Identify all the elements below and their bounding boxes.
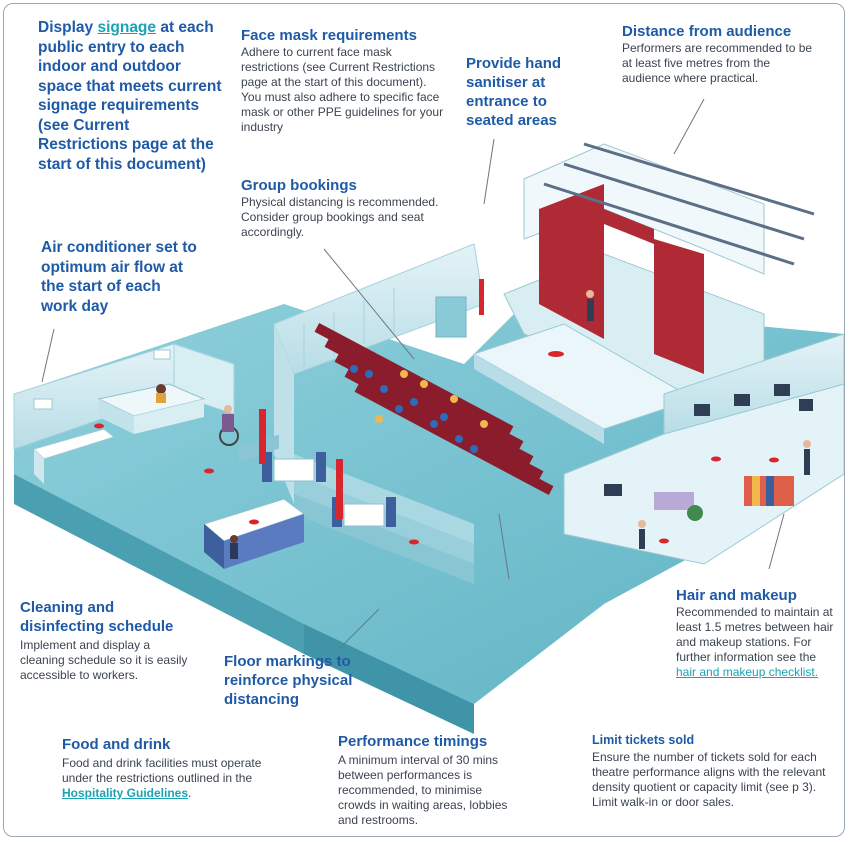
distance-audience-callout: Distance from audience Performers are re… (622, 22, 822, 86)
floor-distance-markers (94, 423, 779, 545)
hair-makeup-body: Recommended to maintain at least 1.5 met… (676, 605, 834, 664)
dressing-room (563, 333, 844, 565)
signage-callout: Display signage at each public entry to … (38, 18, 223, 174)
limit-tickets-title: Limit tickets sold (592, 733, 695, 747)
food-drink-body-wrap: Food and drink facilities must operate u… (62, 756, 287, 801)
signage-callout-post: at each public entry to each indoor and … (38, 19, 222, 173)
theatre-isometric-illustration (13, 98, 844, 734)
hair-makeup-checklist-link[interactable]: hair and makeup checklist. (676, 665, 819, 679)
cleaning-body: Implement and display a cleaning schedul… (20, 638, 188, 682)
group-bookings-callout: Group bookings Physical distancing is re… (241, 176, 441, 240)
food-drink-title: Food and drink (62, 736, 171, 753)
face-mask-body: Adhere to current face mask restrictions… (241, 45, 444, 134)
hospitality-guidelines-link[interactable]: Hospitality Guidelines (62, 786, 189, 800)
food-drink-body: Food and drink facilities must operate u… (62, 756, 262, 785)
hand-sanitiser-callout: Provide hand sanitiser at entrance to se… (466, 55, 562, 129)
cleaning-callout: Cleaning and disinfecting schedule Imple… (20, 598, 190, 683)
group-bookings-title: Group bookings (241, 177, 357, 194)
air-conditioner-callout: Air conditioner set to optimum air flow … (41, 239, 197, 315)
face-mask-title: Face mask requirements (241, 27, 417, 44)
face-mask-callout: Face mask requirements Adhere to current… (241, 26, 446, 135)
performance-timings-title: Performance timings (338, 733, 488, 750)
infographic-frame: Display signage at each public entry to … (3, 3, 845, 837)
group-bookings-body: Physical distancing is recommended. Cons… (241, 195, 439, 239)
food-drink-callout: Food and drink Food and drink facilities… (62, 735, 287, 801)
limit-tickets-body: Ensure the number of tickets sold for ea… (592, 750, 826, 809)
wheelchair-user (219, 405, 239, 446)
stage (472, 142, 815, 444)
callout-leader-lines (41, 98, 785, 650)
performance-timings-callout: Performance timings A minimum interval o… (338, 732, 513, 828)
reception-desk (97, 383, 206, 434)
audience-seating (314, 322, 554, 496)
performance-timings-body: A minimum interval of 30 mins between pe… (338, 753, 508, 827)
cleaning-title: Cleaning and disinfecting schedule (20, 599, 174, 635)
limit-tickets-callout: Limit tickets sold Ensure the number of … (592, 732, 842, 810)
hair-makeup-title: Hair and makeup (676, 587, 797, 604)
lobby-bench (33, 428, 116, 484)
cafe-booths (259, 409, 396, 527)
signage-callout-pre: Display (38, 19, 98, 36)
food-drink-post: . (188, 786, 192, 800)
distance-audience-body: Performers are recommended to be at leas… (622, 41, 813, 85)
distance-audience-title: Distance from audience (622, 23, 792, 40)
hair-makeup-callout: Hair and makeup Recommended to maintain … (676, 586, 841, 680)
signage-link[interactable]: signage (97, 19, 157, 36)
floor-markings-callout: Floor markings to reinforce physical dis… (224, 653, 353, 708)
